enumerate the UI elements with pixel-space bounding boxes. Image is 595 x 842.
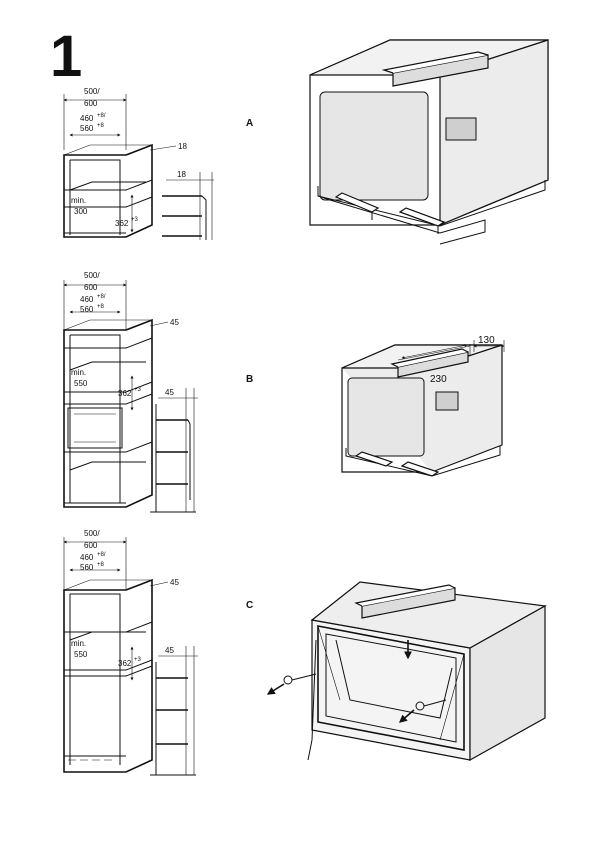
dim-height-362-c: 362 [118,659,132,668]
microwave-illustration-c [266,581,547,762]
dim-rail-18-a: 18 [177,170,186,179]
microwave-illustration-b: 130 230 [341,335,505,477]
dim-inner-460-b: 460 [80,295,94,304]
dim-height-362-a: 362 [115,219,129,228]
dim-rail-45-b: 45 [165,388,174,397]
dim-width-500-b: 500/ [84,271,100,280]
dim-width-600-a: 600 [84,99,98,108]
dim-min-label-c: min. [71,639,86,648]
dim-side-45-b: 45 [170,318,179,327]
dim-inner-460-c: 460 [80,553,94,562]
section-label-b: B [246,374,254,385]
dim-inner-560-tol-c: +8 [97,562,105,568]
dim-width-600-b: 600 [84,283,98,292]
dim-frame-130-b: 130 [478,335,495,346]
cabinet-diagram-a: 500/ 600 460 +8/ 560 +8 min. 300 362 +3 … [63,87,214,240]
dim-side-45-c: 45 [170,578,179,587]
dim-width-600-c: 600 [84,541,98,550]
dim-width-500-a: 500/ [84,87,100,96]
dim-inner-460-tol-c: +8/ [97,552,106,558]
dim-inner-460-tol-b: +8/ [97,294,106,300]
page-number: 1 [50,24,82,89]
cabinet-diagram-b: 500/ 600 460 +8/ 560 +8 min. 550 362 +3 [63,271,198,513]
dim-min-550-b: 550 [74,379,88,388]
dim-inner-460-tol-a: +8/ [97,113,106,119]
dim-inner-460-a: 460 [80,114,94,123]
dim-min-label-b: min. [71,368,86,377]
dim-inner-560-c: 560 [80,563,94,572]
dim-min-550-c: 550 [74,650,88,659]
dim-min-label-a: min. [71,196,86,205]
dim-inner-560-tol-a: +8 [97,123,105,129]
dim-side-18-a: 18 [178,142,187,151]
dim-rail-45-c: 45 [165,646,174,655]
dim-inner-560-b: 560 [80,305,94,314]
dim-min-300-a: 300 [74,207,88,216]
dim-height-362-b: 362 [118,389,132,398]
cabinet-diagram-c: 500/ 600 460 +8/ 560 +8 min. 550 362 +3 … [63,529,198,776]
dim-height-362-tol-a: +3 [131,217,139,223]
dim-inner-560-a: 560 [80,124,94,133]
dim-height-362-tol-b: +3 [134,387,142,393]
microwave-illustration-a [309,39,549,245]
section-label-a: A [246,118,254,129]
dim-frame-230-b: 230 [430,374,447,385]
dim-width-500-c: 500/ [84,529,100,538]
dim-height-362-tol-c: +3 [134,657,142,663]
dim-inner-560-tol-b: +8 [97,304,105,310]
section-label-c: C [246,600,254,611]
